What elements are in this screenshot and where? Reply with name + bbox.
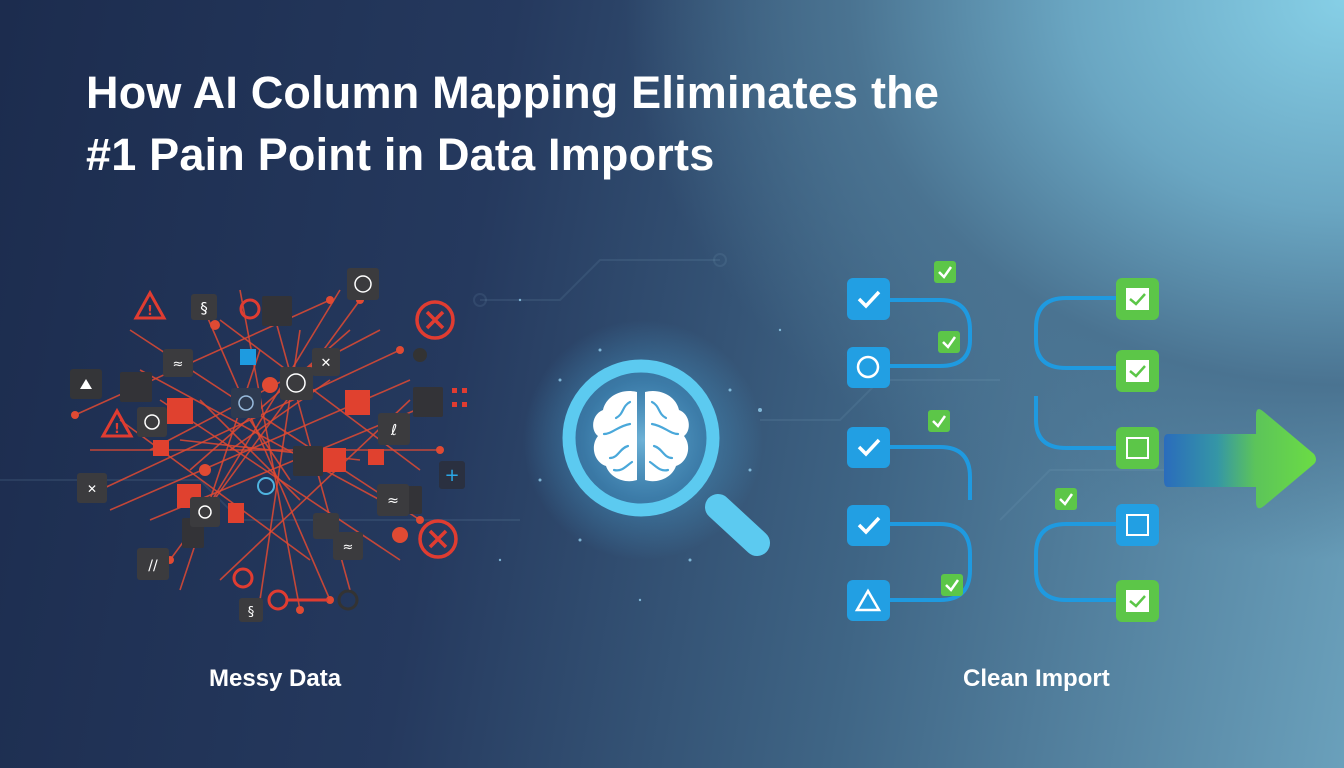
messy-icon-badges: § ≈ ✕ ℓ ✕ ≈ + ≈ // §	[70, 268, 465, 622]
error-x-icon	[415, 300, 458, 559]
svg-text://: //	[148, 558, 158, 574]
brain-magnifier-icon	[498, 298, 782, 602]
title-line-2: #1 Pain Point in Data Imports	[86, 129, 715, 180]
clean-import-diagram	[847, 261, 1316, 622]
messy-data-label: Messy Data	[209, 665, 342, 692]
warning-icon	[100, 289, 167, 438]
small-check-badges	[928, 261, 1077, 596]
svg-text:≈: ≈	[343, 540, 354, 555]
clean-import-label: Clean Import	[963, 665, 1110, 692]
svg-text:§: §	[248, 605, 255, 620]
svg-text:✕: ✕	[321, 356, 332, 371]
page-title: How AI Column Mapping Eliminates the #1 …	[86, 62, 939, 186]
svg-text:+: +	[444, 465, 459, 486]
svg-text:§: §	[200, 299, 208, 317]
svg-text:≈: ≈	[387, 493, 399, 509]
target-column-boxes	[1116, 278, 1159, 622]
svg-text:!: !	[114, 422, 120, 437]
svg-text:!: !	[147, 304, 153, 319]
messy-data-cluster: § ≈ ✕ ℓ ✕ ≈ + ≈ // § !!	[70, 268, 467, 622]
svg-text:ℓ: ℓ	[390, 421, 397, 439]
svg-text:✕: ✕	[87, 482, 97, 496]
svg-text:≈: ≈	[173, 357, 184, 372]
arrow-right-icon	[1164, 409, 1316, 509]
source-column-boxes	[847, 278, 890, 621]
title-line-1: How AI Column Mapping Eliminates the	[86, 67, 940, 118]
